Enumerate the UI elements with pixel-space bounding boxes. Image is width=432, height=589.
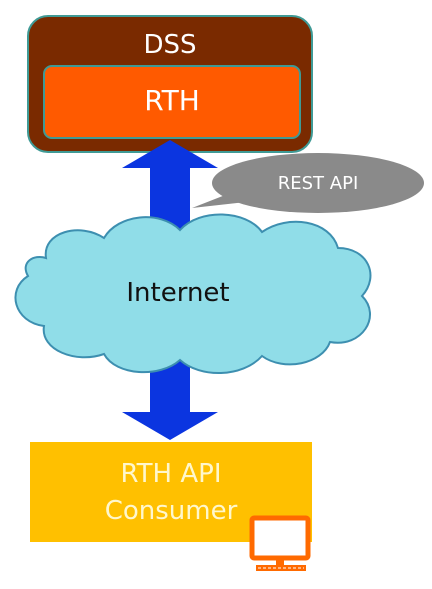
arrow-up-head [122, 140, 218, 244]
arrow-down-head [122, 340, 218, 440]
consumer-label-line1: RTH API [120, 459, 222, 489]
rest-api-callout [212, 153, 424, 213]
computer-icon [249, 515, 311, 571]
rth-label: RTH [144, 84, 200, 117]
rth-box [43, 65, 301, 139]
internet-label: Internet [126, 278, 230, 308]
rest-api-label: REST API [277, 173, 359, 194]
dss-label: DSS [143, 30, 197, 60]
consumer-label-line2: Consumer [104, 496, 238, 526]
internet-cloud [14, 213, 372, 374]
